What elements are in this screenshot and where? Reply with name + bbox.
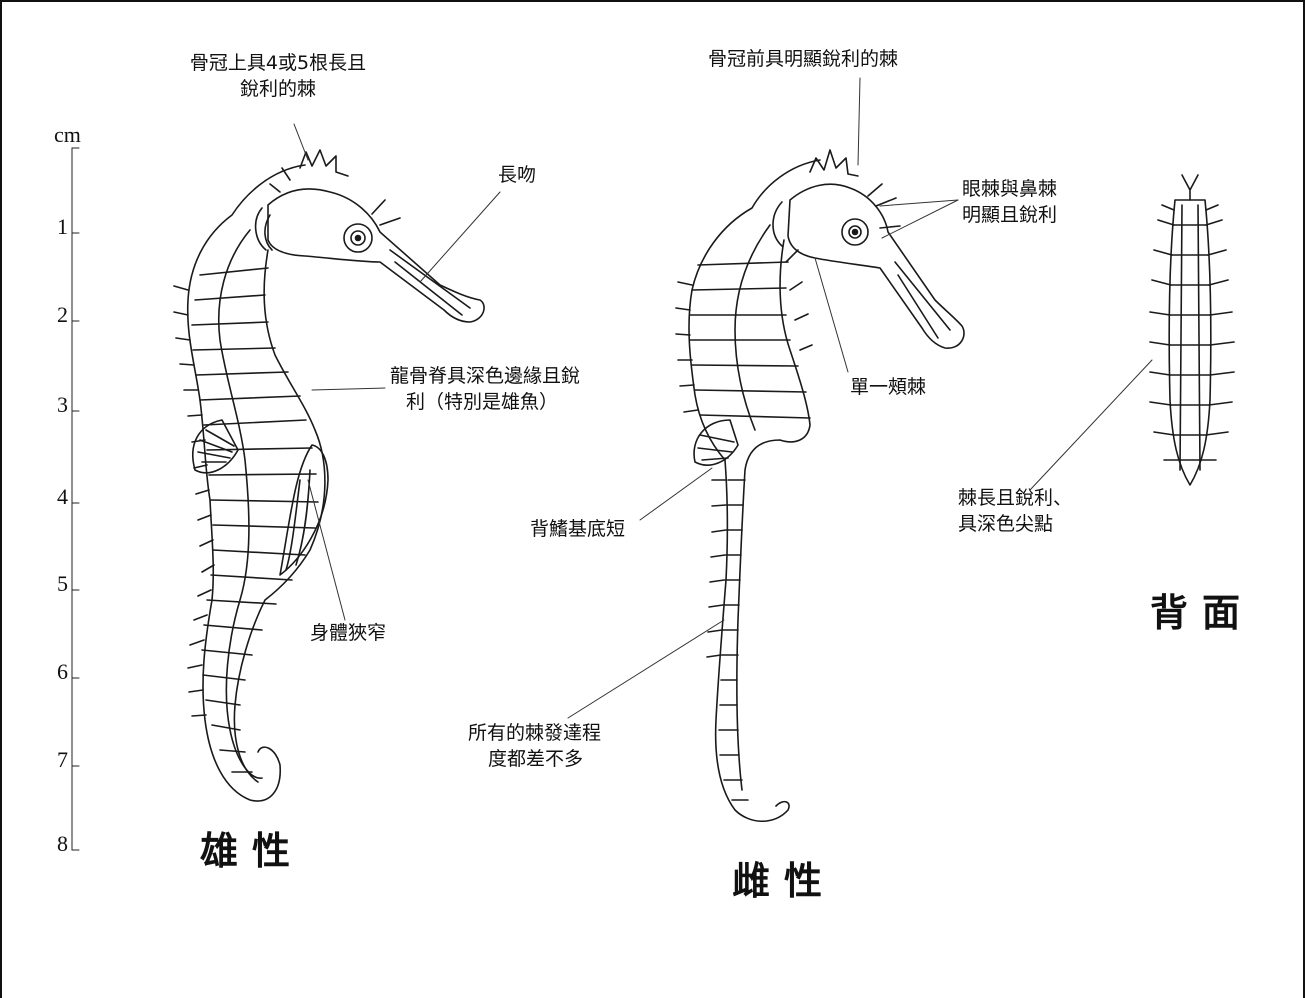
label-eye-nose-line1: 眼棘與鼻棘	[962, 176, 1057, 202]
label-crest-male: 骨冠上具4或5根長且 銳利的棘	[158, 50, 398, 102]
scale-tick-3: 3	[57, 394, 68, 416]
label-spines-equal-line2: 度都差不多	[468, 746, 601, 772]
male-seahorse-drawing	[174, 150, 484, 801]
scale-bar	[72, 148, 79, 850]
scale-tick-8: 8	[57, 833, 68, 855]
scale-unit: cm	[54, 124, 81, 146]
title-male: 雄性	[200, 820, 304, 875]
label-crest-male-line1: 骨冠上具4或5根長且	[158, 50, 398, 76]
title-female: 雌性	[732, 850, 836, 905]
scale-tick-4: 4	[57, 486, 68, 508]
label-spines-equal-line1: 所有的棘發達程	[468, 720, 601, 746]
label-crest-male-line2: 銳利的棘	[158, 76, 398, 102]
scale-tick-7: 7	[57, 749, 68, 771]
female-seahorse-drawing	[676, 150, 964, 821]
scale-tick-2: 2	[57, 304, 68, 326]
dorsal-view-drawing	[1150, 175, 1234, 485]
label-narrow-body: 身體狹窄	[310, 620, 386, 646]
label-crest-female: 骨冠前具明顯銳利的棘	[708, 46, 898, 72]
label-keel-line1: 龍骨脊具深色邊緣且銳	[390, 363, 580, 389]
label-spines-equal: 所有的棘發達程 度都差不多	[468, 720, 601, 772]
label-spines-long-line2: 具深色尖點	[958, 511, 1072, 537]
title-dorsal: 背面	[1150, 582, 1254, 637]
label-long-snout: 長吻	[498, 162, 536, 188]
label-keel: 龍骨脊具深色邊緣且銳 利（特別是雄魚）	[390, 363, 580, 415]
label-dorsal-fin-base: 背鰭基底短	[530, 516, 625, 542]
label-single-cheek-spine: 單一頰棘	[850, 374, 926, 400]
label-eye-nose-spines: 眼棘與鼻棘 明顯且銳利	[962, 176, 1057, 228]
label-spines-long: 棘長且銳利、 具深色尖點	[958, 485, 1072, 537]
scale-tick-1: 1	[57, 216, 68, 238]
scale-tick-5: 5	[57, 573, 68, 595]
label-keel-line2: 利（特別是雄魚）	[390, 389, 580, 415]
scale-tick-6: 6	[57, 661, 68, 683]
label-spines-long-line1: 棘長且銳利、	[958, 485, 1072, 511]
label-eye-nose-line2: 明顯且銳利	[962, 202, 1057, 228]
